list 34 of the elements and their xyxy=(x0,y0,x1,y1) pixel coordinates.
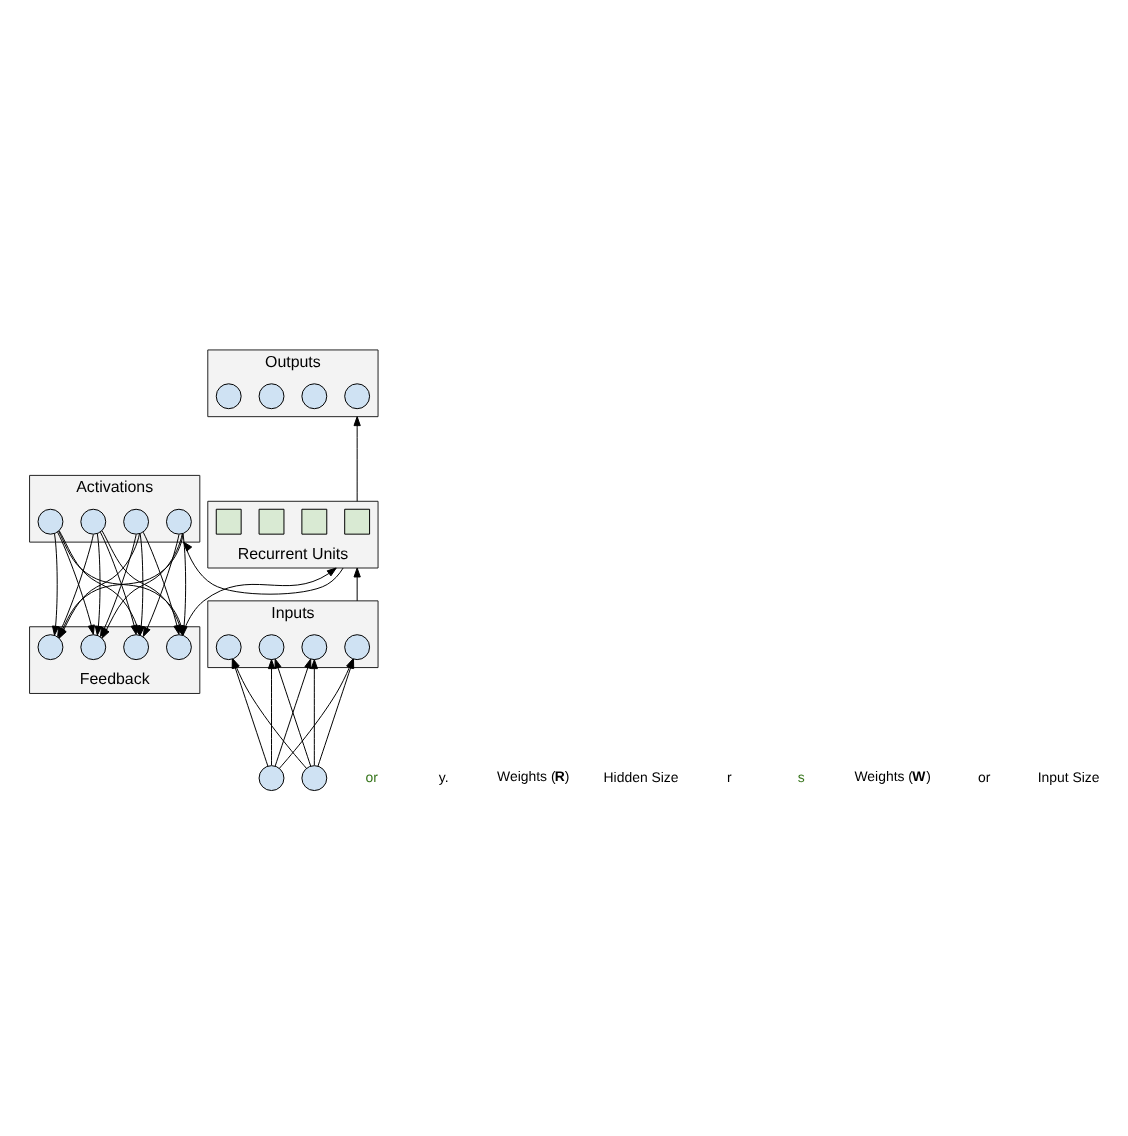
node-circle xyxy=(344,633,371,660)
arrow xyxy=(310,658,318,765)
node-box xyxy=(344,507,371,534)
arrow xyxy=(353,415,361,501)
arrow xyxy=(274,657,312,766)
node-box xyxy=(258,507,285,534)
node-circle xyxy=(123,507,150,534)
node-circle xyxy=(301,633,328,660)
node-circle xyxy=(344,382,371,409)
arrow xyxy=(353,566,361,601)
node-circle xyxy=(258,633,285,660)
arrow xyxy=(51,532,60,635)
node-circle xyxy=(258,764,285,791)
node-box xyxy=(301,507,328,534)
node-circle xyxy=(165,633,192,660)
node-circle xyxy=(165,507,192,534)
node-circle xyxy=(301,382,328,409)
arrow xyxy=(267,658,276,765)
cluster: Activations xyxy=(29,473,201,542)
node-circle xyxy=(80,633,107,660)
cluster: Recurrent Units xyxy=(207,499,379,568)
node-circle xyxy=(215,382,242,409)
node-circle xyxy=(301,764,328,791)
node-circle xyxy=(37,507,64,534)
arrow xyxy=(184,566,337,627)
node-circle xyxy=(123,633,150,660)
node-circle xyxy=(258,382,285,409)
cluster: Outputs xyxy=(207,348,379,417)
node-box xyxy=(215,507,242,534)
node-circle xyxy=(37,633,64,660)
arrow xyxy=(183,540,344,594)
node-circle xyxy=(80,507,107,534)
arrow xyxy=(94,532,102,635)
node-circle xyxy=(215,633,242,660)
